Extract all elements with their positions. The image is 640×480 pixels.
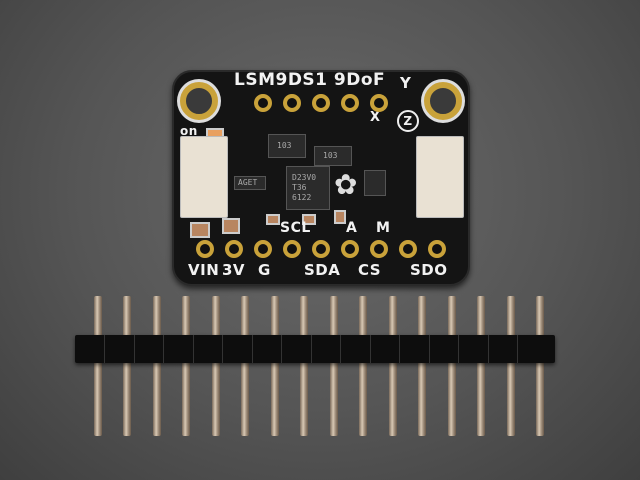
- resistor-network: 103: [268, 134, 306, 158]
- housing-divider: [311, 335, 312, 363]
- adafruit-star-logo-icon: ✿: [334, 168, 358, 201]
- stemma-qt-connector-right: [416, 136, 464, 218]
- top-pad: [341, 94, 359, 112]
- header-pin: [477, 296, 485, 436]
- pin-pad-m: [399, 240, 417, 258]
- mounting-hole-left: [180, 82, 218, 120]
- pin-label-3v: 3V: [222, 261, 246, 279]
- axis-y-label: Y: [400, 74, 412, 92]
- header-pin: [300, 296, 308, 436]
- top-pad: [370, 94, 388, 112]
- axis-x-label: X: [370, 110, 381, 125]
- header-pin: [418, 296, 426, 436]
- header-pin: [123, 296, 131, 436]
- pin-pad-sda: [312, 240, 330, 258]
- housing-divider: [163, 335, 164, 363]
- header-pin: [507, 296, 515, 436]
- housing-divider: [252, 335, 253, 363]
- regulator: AGET: [234, 176, 266, 190]
- pin-label-vin: VIN: [188, 261, 220, 279]
- top-pad: [312, 94, 330, 112]
- pin-pad-3v: [225, 240, 243, 258]
- housing-divider: [340, 335, 341, 363]
- housing-divider: [281, 335, 282, 363]
- resistor: [302, 214, 316, 225]
- header-pin: [359, 296, 367, 436]
- housing-divider: [399, 335, 400, 363]
- header-pin: [212, 296, 220, 436]
- mosfet-chip: [364, 170, 386, 196]
- housing-divider: [222, 335, 223, 363]
- pin-pad-scl: [283, 240, 301, 258]
- housing-divider: [517, 335, 518, 363]
- regulator-marking: AGET: [238, 178, 258, 187]
- jumper-scl-label: SCL: [280, 220, 311, 236]
- housing-divider: [104, 335, 105, 363]
- board-title: LSM9DS1 9DoF: [234, 70, 386, 90]
- top-pad: [254, 94, 272, 112]
- housing-divider: [193, 335, 194, 363]
- lsm9ds1-sensor-chip: D23V0 T36 6122: [286, 166, 330, 210]
- pin-pad-sdo: [428, 240, 446, 258]
- mounting-hole-right: [424, 82, 462, 120]
- pin-label-sdo: SDO: [410, 261, 448, 279]
- capacitor: [190, 222, 210, 238]
- header-pin: [448, 296, 456, 436]
- lsm9ds1-breakout-board: LSM9DS1 9DoF Y X Z on 103 103 D23V0 T36 …: [172, 70, 470, 286]
- pin-label-cs: CS: [358, 261, 382, 279]
- housing-divider: [458, 335, 459, 363]
- header-pin: [182, 296, 190, 436]
- pin-pad-vin: [196, 240, 214, 258]
- header-pin: [271, 296, 279, 436]
- top-pad: [283, 94, 301, 112]
- housing-divider: [429, 335, 430, 363]
- power-led-label: on: [180, 124, 198, 138]
- stemma-qt-connector-left: [180, 136, 228, 218]
- header-pin: [153, 296, 161, 436]
- header-pin: [330, 296, 338, 436]
- housing-divider: [370, 335, 371, 363]
- header-pin: [536, 296, 544, 436]
- housing-divider: [134, 335, 135, 363]
- header-pin: [241, 296, 249, 436]
- header-pin: [389, 296, 397, 436]
- jumper-a-label: A: [346, 220, 358, 236]
- housing-divider: [488, 335, 489, 363]
- resistor-network-label: 103: [323, 151, 338, 160]
- resistor-network: 103: [314, 146, 352, 166]
- pin-pad-g: [254, 240, 272, 258]
- chip-marking-line: 6122: [292, 193, 312, 202]
- pin-label-sda: SDA: [304, 261, 341, 279]
- axis-z-label: Z: [397, 110, 419, 132]
- resistor-network-label: 103: [277, 141, 292, 150]
- header-pin: [94, 296, 102, 436]
- chip-marking-line: D23V0: [292, 173, 317, 182]
- resistor: [334, 210, 346, 224]
- pin-label-g: G: [258, 261, 271, 279]
- pin-pad-a: [341, 240, 359, 258]
- pin-pad-cs: [370, 240, 388, 258]
- resistor: [266, 214, 280, 225]
- header-strip-housing: [75, 335, 555, 363]
- jumper-m-label: M: [376, 220, 391, 236]
- capacitor: [222, 218, 240, 234]
- chip-marking-line: T36: [292, 183, 307, 192]
